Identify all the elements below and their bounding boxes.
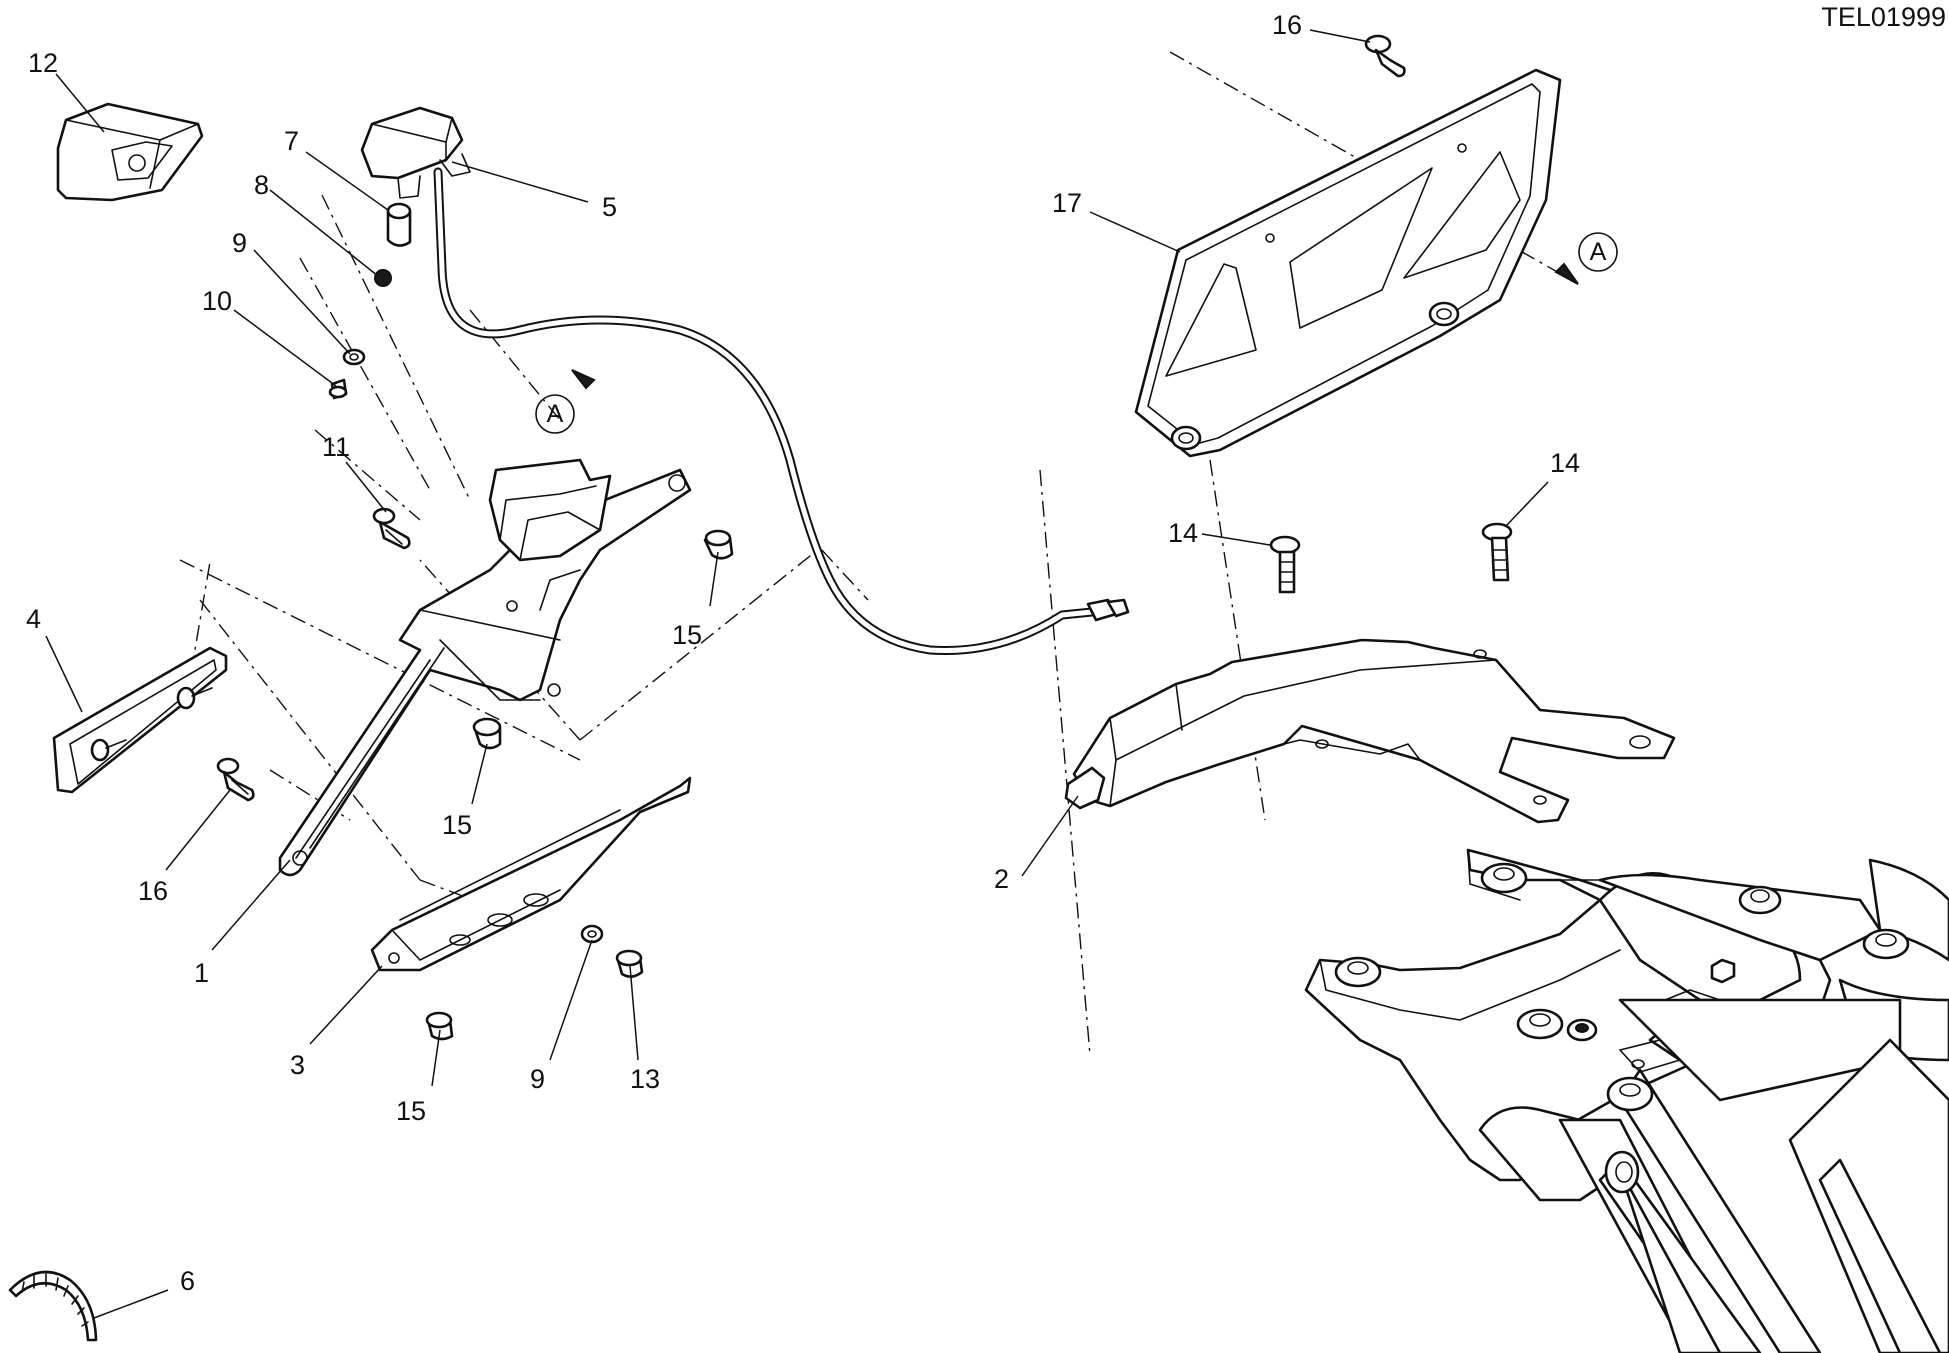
light-cable (433, 167, 1130, 656)
lower-plate-part (370, 776, 692, 972)
screw-part (1364, 34, 1406, 78)
reference-a-arrows: A A (535, 232, 1618, 434)
spacer-part (328, 202, 412, 400)
nut-part (703, 529, 734, 560)
callout-16: 16 (138, 876, 168, 906)
callout-15: 15 (396, 1096, 426, 1126)
nut-part (425, 1011, 454, 1041)
drawing-id: TEL01999 (1821, 2, 1946, 32)
callout-numbers: 12 7 8 9 10 5 11 15 15 4 16 1 3 15 9 13 … (26, 10, 1580, 1296)
lamp-cover-part (56, 102, 204, 202)
callout-15: 15 (442, 810, 472, 840)
reference-mark-a: A (535, 394, 575, 434)
washer-part (580, 924, 644, 978)
callout-5: 5 (602, 192, 617, 222)
callout-9: 9 (530, 1064, 545, 1094)
rear-frame-part (1304, 848, 1949, 1353)
plate-light-part (360, 106, 471, 199)
callout-4: 4 (26, 604, 41, 634)
screw-part (372, 507, 411, 550)
callout-10: 10 (202, 286, 232, 316)
svg-text:A: A (547, 400, 564, 428)
callout-14: 14 (1168, 518, 1198, 548)
nut-part (472, 717, 502, 750)
screw-part (1269, 522, 1513, 594)
reference-mark-a: A (1578, 232, 1618, 272)
license-plate-part (1134, 68, 1562, 458)
callout-2: 2 (994, 864, 1009, 894)
callout-6: 6 (180, 1266, 195, 1296)
callout-9: 9 (232, 228, 247, 258)
reflector-part (52, 646, 228, 794)
callout-7: 7 (284, 126, 299, 156)
svg-text:A: A (1590, 238, 1607, 266)
callout-11: 11 (322, 432, 350, 462)
main-bracket-part (278, 458, 692, 877)
leader-lines (45, 29, 1549, 1319)
callout-16: 16 (1272, 10, 1302, 40)
callout-12: 12 (28, 48, 58, 78)
callout-8: 8 (254, 170, 269, 200)
callout-3: 3 (290, 1050, 305, 1080)
callout-17: 17 (1052, 188, 1082, 218)
callout-15: 15 (672, 620, 702, 650)
screw-part (216, 757, 255, 802)
callout-14: 14 (1550, 448, 1580, 478)
support-bracket-part (1064, 638, 1676, 824)
cable-tie-part (8, 1270, 98, 1342)
callout-13: 13 (630, 1064, 660, 1094)
callout-1: 1 (194, 958, 209, 988)
assembly-axis-lines (179, 51, 1576, 1056)
